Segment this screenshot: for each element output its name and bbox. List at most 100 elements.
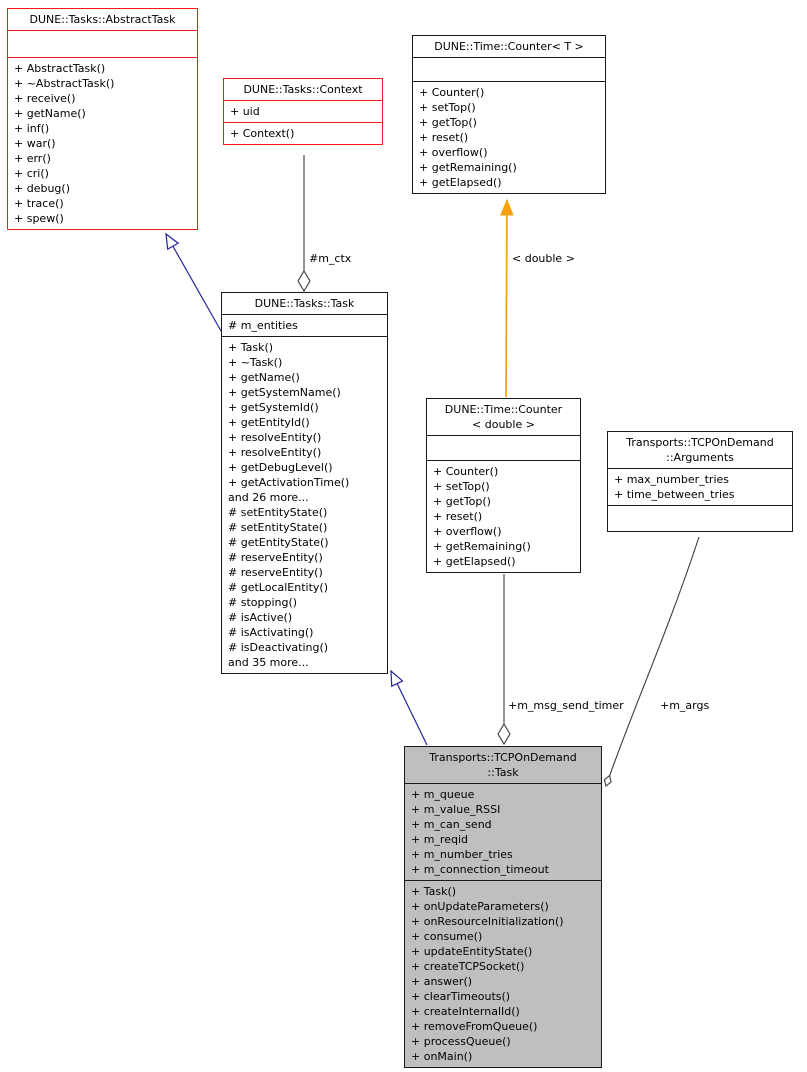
method-row: + setTop()	[419, 101, 476, 114]
method-row: + getEntityId()	[228, 416, 310, 429]
method-row: # reserveEntity()	[228, 566, 323, 579]
class-box-arguments[interactable]: Transports::TCPOnDemand::Arguments+ max_…	[607, 431, 793, 532]
method-row: + answer()	[411, 975, 473, 988]
method-row: + removeFromQueue()	[411, 1020, 538, 1033]
method-row: + reset()	[419, 131, 469, 144]
method-row: and 35 more...	[228, 656, 309, 669]
method-row: + createInternalId()	[411, 1005, 520, 1018]
method-row: + overflow()	[419, 146, 488, 159]
class-box-abstract-task[interactable]: DUNE::Tasks::AbstractTask+ AbstractTask(…	[7, 8, 198, 230]
class-methods-counter-t: + Counter() + setTop() + getTop() + reset()…	[413, 81, 605, 193]
method-row: + getSystemName()	[228, 386, 341, 399]
attribute-row: + m_value_RSSI	[411, 803, 501, 816]
class-methods-counter-double: + Counter() + setTop() + getTop() + reset()…	[427, 460, 580, 572]
method-row: # isActivating()	[228, 626, 314, 639]
template-instantiation-edge	[500, 198, 514, 398]
method-row: + receive()	[14, 92, 76, 105]
method-row: + getActivationTime()	[228, 476, 350, 489]
class-title-tcp-task: Transports::TCPOnDemand::Task	[405, 747, 601, 783]
class-attributes-abstract-task	[8, 30, 197, 57]
method-row: and 26 more...	[228, 491, 309, 504]
method-row: + getName()	[228, 371, 300, 384]
class-attributes-counter-double	[427, 435, 580, 460]
class-methods-context: + Context()	[224, 122, 382, 144]
method-row: + Counter()	[433, 465, 499, 478]
class-title-line: DUNE::Tasks::AbstractTask	[29, 13, 176, 26]
method-row: + getSystemId()	[228, 401, 319, 414]
method-row: + debug()	[14, 182, 70, 195]
method-row: + onResourceInitialization()	[411, 915, 564, 928]
method-row: # reserveEntity()	[228, 551, 323, 564]
attribute-row: + time_between_tries	[614, 488, 735, 501]
class-methods-abstract-task: + AbstractTask()+ ~AbstractTask()+ recei…	[8, 57, 197, 229]
method-row: + getDebugLevel()	[228, 461, 333, 474]
method-row: + trace()	[14, 197, 64, 210]
class-box-task[interactable]: DUNE::Tasks::Task# m_entities+ Task()+ ~…	[221, 292, 388, 674]
class-methods-tcp-task: + Task() + onUpdateParameters() + onResour…	[405, 880, 601, 1067]
method-row: + Task()	[411, 885, 457, 898]
class-attributes-task: # m_entities	[222, 314, 387, 336]
method-row: # setEntityState()	[228, 521, 328, 534]
method-row: # isActive()	[228, 611, 293, 624]
method-row: + getName()	[14, 107, 86, 120]
method-row: + war()	[14, 137, 56, 150]
method-row: # getLocalEntity()	[228, 581, 328, 594]
class-title-line: DUNE::Tasks::Context	[243, 83, 363, 96]
method-row: + consume()	[411, 930, 483, 943]
method-row: + resolveEntity()	[228, 446, 322, 459]
attribute-row: # m_entities	[228, 319, 298, 332]
method-row: + overflow()	[433, 525, 502, 538]
edge-label-m-ctx: #m_ctx	[309, 252, 352, 265]
class-attributes-tcp-task: + m_queue+ m_value_RSSI+ m_can_send+ m_r…	[405, 783, 601, 880]
method-row: + onMain()	[411, 1050, 473, 1063]
method-row: + processQueue()	[411, 1035, 511, 1048]
method-row: + resolveEntity()	[228, 431, 322, 444]
method-row: + clearTimeouts()	[411, 990, 511, 1003]
class-methods-task: + Task()+ ~Task()+ getName()+ getSystemN…	[222, 336, 387, 673]
edge-label-template-arg: < double >	[512, 252, 575, 265]
method-row: + onUpdateParameters()	[411, 900, 549, 913]
method-row: + getRemaining()	[433, 540, 531, 553]
method-row: + Context()	[230, 127, 295, 140]
attribute-row: + m_connection_timeout	[411, 863, 549, 876]
class-title-line: DUNE::Tasks::Task	[254, 297, 355, 310]
method-row: # stopping()	[228, 596, 298, 609]
method-row: + reset()	[433, 510, 483, 523]
class-title-counter-double: DUNE::Time::Counter< double >	[427, 399, 580, 435]
method-row: + inf()	[14, 122, 50, 135]
class-box-counter-t[interactable]: DUNE::Time::Counter< T >+ Counter()+ set…	[412, 35, 606, 194]
class-title-line: DUNE::Time::Counter< T >	[434, 40, 584, 53]
attribute-row: + m_reqid	[411, 833, 468, 846]
attribute-row: + m_queue	[411, 788, 475, 801]
method-row: # setEntityState()	[228, 506, 328, 519]
method-row: + Counter()	[419, 86, 485, 99]
method-row: + cri()	[14, 167, 49, 180]
class-title-context: DUNE::Tasks::Context	[224, 79, 382, 100]
method-row: + getTop()	[433, 495, 491, 508]
attribute-row: + m_number_tries	[411, 848, 513, 861]
class-box-context[interactable]: DUNE::Tasks::Context+ uid+ Context()	[223, 78, 383, 145]
class-title-line: ::Task	[487, 766, 519, 779]
class-box-tcp-task[interactable]: Transports::TCPOnDemand::Task+ m_queue+ …	[404, 746, 602, 1068]
method-row: + getTop()	[419, 116, 477, 129]
class-title-arguments: Transports::TCPOnDemand::Arguments	[608, 432, 792, 468]
class-title-line: Transports::TCPOnDemand	[429, 751, 577, 764]
class-title-line: DUNE::Time::Counter	[444, 403, 563, 416]
edge-label-m-args: +m_args	[660, 699, 710, 712]
attribute-row: + uid	[230, 105, 260, 118]
inheritance-edge-tcptask-to-task	[390, 669, 428, 746]
method-row: + err()	[14, 152, 51, 165]
class-methods-arguments	[608, 505, 792, 531]
method-row: # isDeactivating()	[228, 641, 329, 654]
class-attributes-context: + uid	[224, 100, 382, 122]
class-box-counter-double[interactable]: DUNE::Time::Counter< double >+ Counter()…	[426, 398, 581, 573]
class-attributes-arguments: + max_number_tries+ time_between_tries	[608, 468, 792, 505]
method-row: + setTop()	[433, 480, 490, 493]
method-row: + Task()	[228, 341, 274, 354]
class-attributes-counter-t	[413, 57, 605, 81]
method-row: + getElapsed()	[433, 555, 516, 568]
class-title-line: < double >	[472, 418, 535, 431]
method-row: + AbstractTask()	[14, 62, 106, 75]
